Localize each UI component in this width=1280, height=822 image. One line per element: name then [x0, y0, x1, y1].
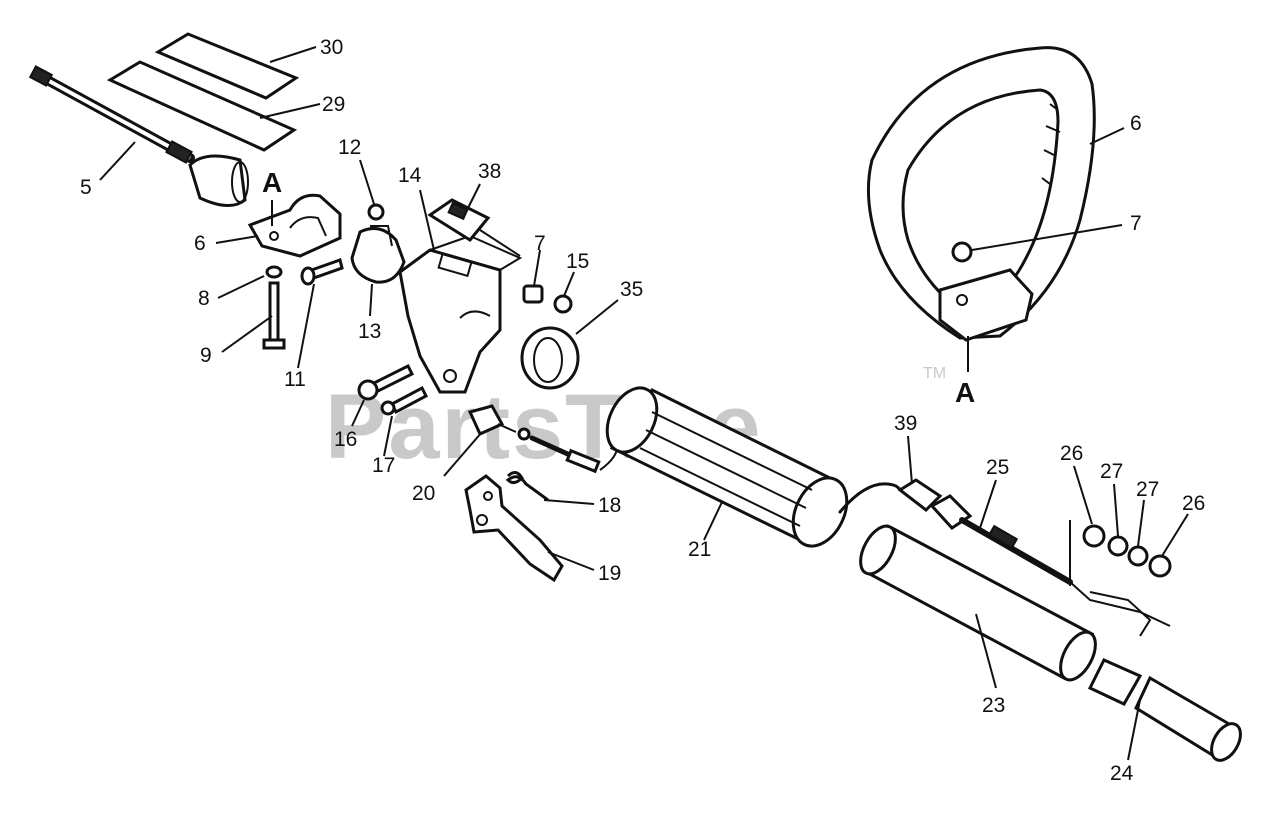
- screw-11[interactable]: [300, 258, 344, 286]
- callout-30: 30: [320, 36, 343, 59]
- callout-12: 12: [338, 136, 361, 159]
- callout-20: 20: [412, 482, 435, 505]
- bolt-17[interactable]: [380, 385, 428, 416]
- callout-19: 19: [598, 562, 621, 585]
- callout-15: 15: [566, 250, 589, 273]
- callout-6-left: 6: [194, 232, 206, 255]
- clamp-sleeve[interactable]: [188, 154, 249, 207]
- connector-24[interactable]: [1087, 658, 1246, 765]
- nut-26-left[interactable]: [1082, 524, 1106, 548]
- callout-27-right: 27: [1136, 478, 1159, 501]
- callout-7-left: 7: [534, 232, 546, 255]
- trigger-lever-19[interactable]: [464, 474, 564, 583]
- nut-7-right[interactable]: [951, 241, 973, 263]
- callout-21: 21: [688, 538, 711, 561]
- callout-25: 25: [986, 456, 1009, 479]
- callout-18: 18: [598, 494, 621, 517]
- callout-13: 13: [358, 320, 381, 343]
- ring-35[interactable]: [520, 326, 580, 390]
- ferrule-39[interactable]: [897, 478, 943, 512]
- callout-11: 11: [284, 368, 306, 391]
- spring-18[interactable]: [505, 471, 549, 502]
- callout-29: 29: [322, 93, 345, 116]
- callout-5: 5: [80, 176, 92, 199]
- drive-shaft-5[interactable]: [28, 65, 195, 164]
- washer-27-left[interactable]: [1107, 535, 1129, 557]
- callout-38: 38: [478, 160, 501, 183]
- washer-8[interactable]: [265, 265, 283, 279]
- callout-9: 9: [200, 344, 212, 367]
- callout-6-right: 6: [1130, 112, 1142, 135]
- strap-clamp-13[interactable]: [350, 225, 406, 284]
- marker-a-right: A: [955, 377, 975, 408]
- nut-7-left[interactable]: [522, 284, 544, 304]
- callout-14: 14: [398, 164, 422, 187]
- callout-39: 39: [894, 412, 917, 435]
- callout-labels: 30 29 5 6 8 9 11 12 13 14 38 7 15 35 16 …: [80, 36, 1205, 785]
- nut-26-right[interactable]: [1148, 554, 1172, 578]
- washer-27-right[interactable]: [1127, 545, 1149, 567]
- callout-26-left: 26: [1060, 442, 1083, 465]
- decal-30[interactable]: [154, 32, 300, 100]
- throttle-cable-25[interactable]: [929, 494, 1171, 637]
- nut-15[interactable]: [553, 294, 573, 314]
- callout-23: 23: [982, 694, 1005, 717]
- bolt-9[interactable]: [262, 281, 286, 350]
- bolt-16[interactable]: [357, 363, 415, 401]
- stop-switch-38[interactable]: [427, 198, 521, 257]
- callout-24: 24: [1110, 762, 1134, 785]
- callout-17: 17: [372, 454, 395, 477]
- callout-26-right: 26: [1182, 492, 1205, 515]
- callout-7-right: 7: [1130, 212, 1142, 235]
- decal-29[interactable]: [106, 60, 298, 152]
- handle-clamp-6-left[interactable]: [247, 193, 342, 258]
- grip-21[interactable]: [597, 380, 908, 555]
- nut-12[interactable]: [367, 203, 385, 221]
- marker-a-left: A: [262, 167, 282, 198]
- callout-16: 16: [334, 428, 357, 451]
- callout-27-left: 27: [1100, 460, 1123, 483]
- throttle-housing-14[interactable]: [398, 234, 523, 394]
- leader-lines: [99, 46, 1189, 761]
- loop-handle-6-right[interactable]: [866, 46, 1096, 342]
- callout-8: 8: [198, 287, 210, 310]
- watermark-tm: TM: [923, 365, 946, 382]
- callout-35: 35: [620, 278, 643, 301]
- tube-23[interactable]: [853, 520, 1102, 685]
